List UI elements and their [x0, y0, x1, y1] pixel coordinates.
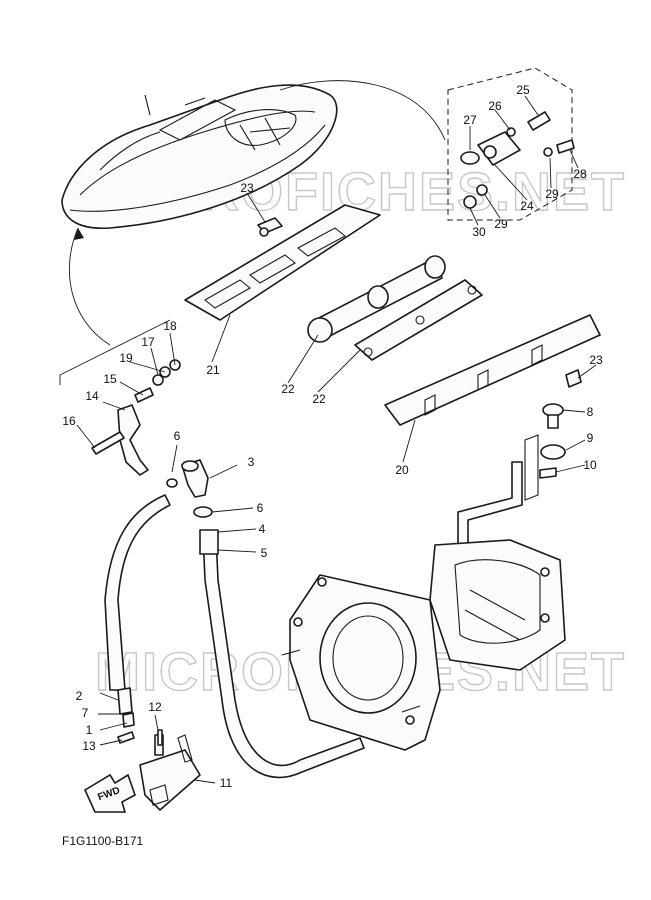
callout-8: 8: [587, 405, 594, 419]
fitting-3: [166, 459, 213, 518]
screw-13: [117, 731, 135, 744]
rubber-tube-22: [307, 255, 446, 343]
callout-25: 25: [516, 83, 530, 97]
fwd-arrow-icon: FWD: [83, 773, 136, 813]
watercraft-hull: [61, 84, 338, 230]
callout-19: 19: [119, 351, 133, 365]
callout-26: 26: [488, 99, 502, 113]
callout-27: 27: [463, 113, 477, 127]
jet-pump-housing: [429, 539, 566, 671]
callout-17: 17: [141, 335, 155, 349]
callout-29-right: 29: [545, 187, 559, 201]
arrowhead: [74, 228, 84, 240]
callout-28: 28: [573, 167, 587, 181]
sensor-11: [139, 734, 201, 811]
drain-plug-assembly: [460, 111, 575, 209]
callout-18: 18: [163, 319, 177, 333]
duct-21: [184, 204, 381, 321]
plug-8-9-10: [524, 403, 566, 501]
callout-14: 14: [85, 389, 99, 403]
callout-4: 4: [259, 522, 266, 536]
hose-5: [202, 534, 365, 779]
callout-1: 1: [86, 723, 93, 737]
callout-21: 21: [206, 363, 220, 377]
callout-6-lower: 6: [257, 501, 264, 515]
figure-code: F1G1100-B171: [62, 834, 143, 848]
hose-end-4: [199, 529, 219, 555]
callout-30: 30: [472, 225, 486, 239]
hose-joint-1: [122, 712, 135, 728]
intake-housing: [281, 574, 441, 751]
bracket-group-line: [59, 319, 171, 385]
callout-7: 7: [82, 706, 89, 720]
callout-29-lower: 29: [494, 217, 508, 231]
callout-15: 15: [103, 372, 117, 386]
callout-3: 3: [248, 455, 255, 469]
callout-9: 9: [587, 431, 594, 445]
callout-16: 16: [62, 414, 76, 428]
callout-24: 24: [520, 199, 534, 213]
callout-23-lower: 23: [589, 353, 603, 367]
callout-5: 5: [261, 546, 268, 560]
callout-11: 11: [220, 776, 233, 790]
callout-10: 10: [583, 458, 597, 472]
callout-23-upper: 23: [240, 181, 254, 195]
mount-bracket: [91, 359, 181, 476]
rubber-plate-22: [354, 279, 483, 361]
callout-22-upper: 22: [281, 382, 295, 396]
screw-12: [157, 729, 163, 746]
callout-numbers: 1 2 3 4 5 6 6 7 8 9 10 11 12 13 14 15 16…: [62, 83, 603, 790]
hose-joint-7: [117, 687, 133, 715]
right-pipe: [457, 461, 523, 551]
callout-22-lower: 22: [312, 392, 326, 406]
leader-lines: [76, 95, 597, 784]
detail-arrow-right: [279, 80, 446, 141]
callout-20: 20: [395, 463, 409, 477]
callout-13: 13: [82, 739, 96, 753]
detail-arrow-left: [68, 227, 111, 346]
callout-2: 2: [76, 689, 83, 703]
detail-box: [447, 67, 573, 221]
plate-20: [384, 314, 601, 426]
callout-12: 12: [148, 700, 162, 714]
callout-6-upper: 6: [174, 429, 181, 443]
